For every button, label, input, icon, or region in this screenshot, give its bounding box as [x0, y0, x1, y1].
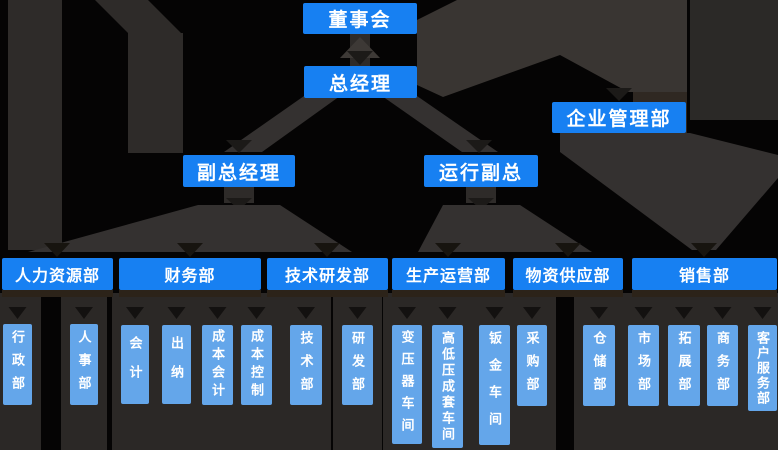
- column-tracks: [0, 293, 778, 450]
- arrow-materials-icon: [555, 243, 581, 257]
- node-finance-dept: 财务部: [119, 258, 261, 290]
- node-general-manager: 总经理: [304, 66, 417, 98]
- beam-enterprise-sales: [560, 133, 778, 250]
- node-deputy-gm: 副总经理: [183, 155, 295, 187]
- arrow-sales-icon: [691, 243, 717, 257]
- arrow-techrd-icon: [314, 243, 340, 257]
- beam-gm-deputy: [224, 96, 340, 152]
- node-production-ops-dept: 生产运营部: [392, 258, 505, 290]
- node-hv-lv-assembly-workshop: 高低压成套车间: [432, 325, 463, 448]
- node-materials-supply-dept: 物资供应部: [513, 258, 623, 290]
- node-operations-vp: 运行副总: [424, 155, 538, 187]
- arrow-enterprise-icon: [606, 88, 632, 101]
- node-cost-control: 成本控制: [241, 325, 272, 405]
- fan-deputy: [28, 205, 352, 252]
- node-board: 董事会: [303, 3, 417, 34]
- node-warehouse-dept: 仓储部: [583, 325, 615, 406]
- node-cost-accounting: 成本会计: [202, 325, 233, 405]
- node-customer-service-dept: 客户服务部: [748, 325, 777, 411]
- node-accounting: 会计: [121, 325, 149, 404]
- dept-shadows: [2, 290, 777, 297]
- node-marketing-dept: 市场部: [628, 325, 659, 406]
- beam-left-inner-column: [128, 33, 183, 153]
- node-tech-rd-dept: 技术研发部: [267, 258, 388, 290]
- fan-opsvp: [418, 205, 592, 252]
- beam-gm-enterprise: [417, 0, 687, 97]
- arrow-down-to-gm-icon: [347, 51, 373, 65]
- arrow-opsvp-stem-icon: [468, 198, 494, 210]
- node-rd-dept: 研发部: [342, 325, 373, 405]
- node-technology-dept: 技术部: [290, 325, 322, 405]
- node-enterprise-mgmt-dept: 企业管理部: [552, 102, 686, 133]
- node-business-dept: 商务部: [707, 325, 738, 406]
- node-hr-dept: 人力资源部: [2, 258, 113, 290]
- column-right-edge: [690, 0, 778, 120]
- node-admin-dept: 行政部: [3, 324, 32, 405]
- arrow-finance-icon: [177, 243, 203, 257]
- node-sheet-metal-workshop: 钣金车间: [479, 325, 510, 445]
- arrow-opsvp-icon: [466, 140, 492, 153]
- node-cashier: 出纳: [162, 325, 191, 404]
- beam-gm-opsvp: [382, 96, 498, 152]
- node-transformer-workshop: 变压器车间: [392, 325, 422, 444]
- arrow-deputy-stem-icon: [226, 198, 252, 210]
- node-expansion-dept: 拓展部: [668, 325, 700, 406]
- beam-left-column: [8, 0, 62, 250]
- arrow-deputy-gm-icon: [226, 140, 252, 153]
- node-purchasing-dept: 采购部: [517, 325, 547, 406]
- beam-topleft-diagonal: [95, 0, 183, 35]
- node-personnel-dept: 人事部: [70, 324, 98, 405]
- node-sales-dept: 销售部: [632, 258, 777, 290]
- sub-arrows: [8, 307, 772, 319]
- arrow-production-icon: [435, 243, 461, 257]
- arrow-hr-icon: [44, 243, 70, 257]
